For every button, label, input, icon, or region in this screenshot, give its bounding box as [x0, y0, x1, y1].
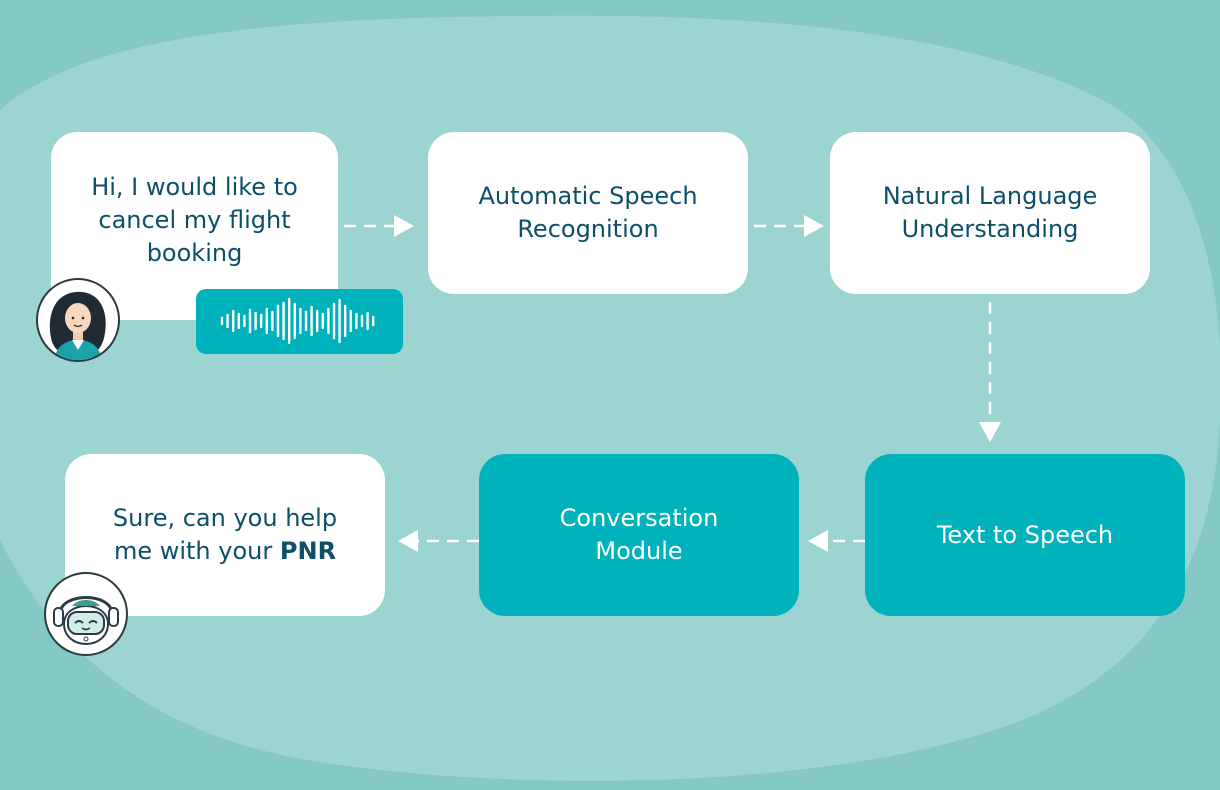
asr-box: Automatic Speech Recognition [428, 132, 748, 294]
tts-box: Text to Speech [865, 454, 1185, 616]
bot-reply-main: Sure, can you help me with your [112, 504, 338, 565]
robot-headphones-icon [44, 572, 128, 656]
asr-label: Automatic Speech Recognition [478, 182, 698, 243]
conversation-module-label: Conversation Module [559, 504, 719, 565]
bot-reply-box: Sure, can you help me with your PNR [65, 454, 385, 616]
nlu-box: Natural Language Understanding [830, 132, 1150, 294]
user-query-text: Hi, I would like to cancel my flight boo… [91, 172, 298, 267]
bot-reply-pnr: PNR [279, 537, 337, 565]
bot-reply-text: Sure, can you help me with your PNR [105, 502, 345, 568]
conversation-module-box: Conversation Module [479, 454, 799, 616]
sound-wave-icon [220, 297, 375, 345]
tts-label: Text to Speech [936, 520, 1114, 549]
woman-avatar-icon [36, 278, 120, 362]
nlu-label: Natural Language Understanding [882, 182, 1098, 243]
audio-wave-badge [196, 289, 403, 354]
